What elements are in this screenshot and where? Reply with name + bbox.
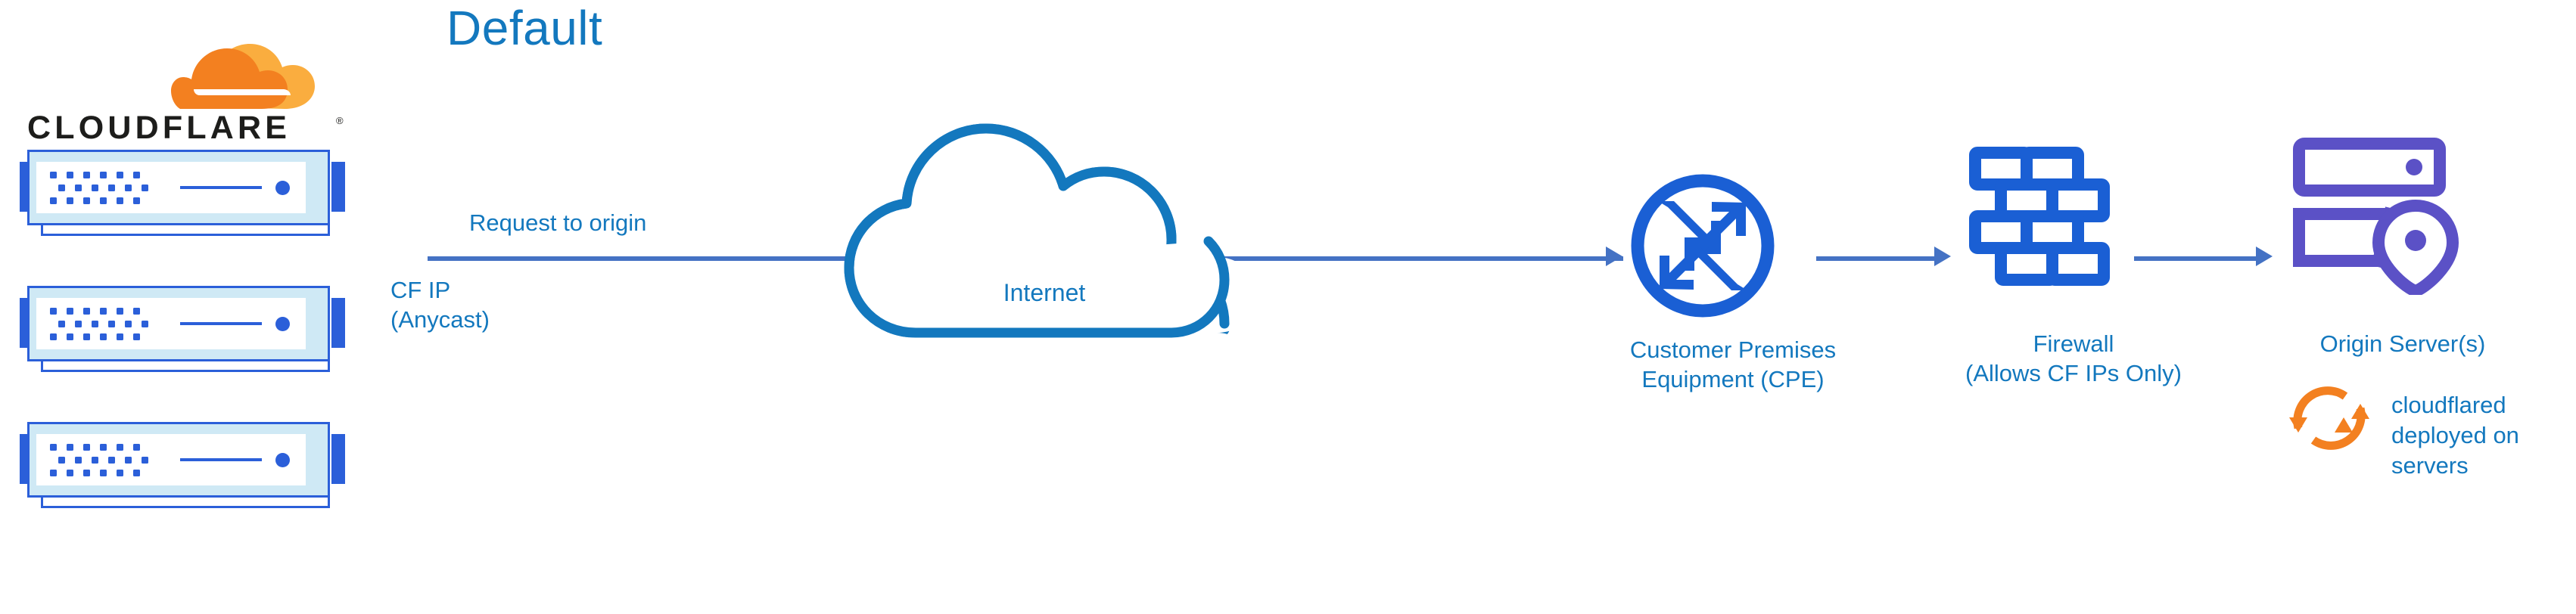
firewall-label-group: Firewall (Allows CF IPs Only) bbox=[1862, 329, 2285, 388]
cf-ip-label-group: CF IP (Anycast) bbox=[390, 275, 490, 334]
cf-ip-label-line2: (Anycast) bbox=[390, 306, 490, 333]
rack-faceplate bbox=[36, 298, 306, 349]
cpe-label-line1: Customer Premises bbox=[1629, 336, 1837, 363]
server-location-pin-icon bbox=[2293, 138, 2459, 295]
firewall-label-line2: (Allows CF IPs Only) bbox=[1965, 360, 2182, 386]
rack-status-led bbox=[275, 317, 290, 331]
rack-indicator-line bbox=[180, 322, 262, 325]
cloudflared-note-line3: servers bbox=[2391, 452, 2469, 479]
rack-vent-dots-icon bbox=[50, 444, 148, 476]
cloudflare-cloud-mark-icon bbox=[171, 44, 315, 109]
rack-status-led bbox=[275, 181, 290, 195]
origin-label-group: Origin Server(s) bbox=[2240, 329, 2565, 358]
origin-label: Origin Server(s) bbox=[2319, 330, 2486, 357]
brick-wall-icon bbox=[1969, 147, 2110, 286]
rack-status-led bbox=[275, 453, 290, 467]
cf-ip-label-line1: CF IP bbox=[390, 277, 451, 303]
edge-firewall-to-origin-line bbox=[2134, 256, 2259, 261]
cloudflared-note-line1: cloudflared bbox=[2391, 392, 2506, 418]
sync-refresh-icon bbox=[2289, 386, 2369, 450]
rack-vent-dots-icon bbox=[50, 172, 148, 204]
cloudflare-logo: CLOUDFLARE ® bbox=[27, 42, 353, 148]
edge-label-request-to-origin: Request to origin bbox=[469, 209, 647, 236]
cloudflare-wordmark: CLOUDFLARE ® bbox=[27, 110, 344, 145]
server-rack-icon bbox=[20, 422, 345, 508]
cpe-label-group: Customer Premises Equipment (CPE) bbox=[1514, 335, 1952, 394]
registered-trademark-mark: ® bbox=[336, 115, 344, 126]
rack-faceplate bbox=[36, 434, 306, 485]
firewall-label-line1: Firewall bbox=[2033, 330, 2114, 357]
edge-cpe-to-firewall-arrowhead bbox=[1934, 247, 1951, 266]
cloudflare-wordmark-text: CLOUDFLARE bbox=[27, 110, 291, 145]
rack-tab-right bbox=[331, 162, 345, 212]
internet-label: Internet bbox=[1003, 279, 1086, 306]
page-title: Default bbox=[446, 1, 603, 55]
cpe-label-line2: Equipment (CPE) bbox=[1641, 366, 1825, 392]
rack-vent-dots-icon bbox=[50, 308, 148, 340]
rack-indicator-line bbox=[180, 458, 262, 461]
edge-edge-to-cpe-arrowhead bbox=[1606, 247, 1622, 266]
rack-tab-right bbox=[331, 298, 345, 348]
rack-faceplate bbox=[36, 162, 306, 213]
cloudflared-note-group: cloudflared deployed on servers bbox=[2391, 390, 2558, 481]
edge-cpe-to-firewall-line bbox=[1816, 256, 1937, 261]
server-rack-icon bbox=[20, 150, 345, 236]
rack-tab-right bbox=[331, 434, 345, 484]
cloudflared-note-line2: deployed on bbox=[2391, 422, 2519, 448]
cloud-icon-body: Internet bbox=[844, 123, 1230, 338]
router-icon bbox=[1631, 174, 1775, 318]
server-rack-icon bbox=[20, 286, 345, 372]
edge-firewall-to-origin-arrowhead bbox=[2256, 247, 2273, 266]
rack-indicator-line bbox=[180, 186, 262, 189]
